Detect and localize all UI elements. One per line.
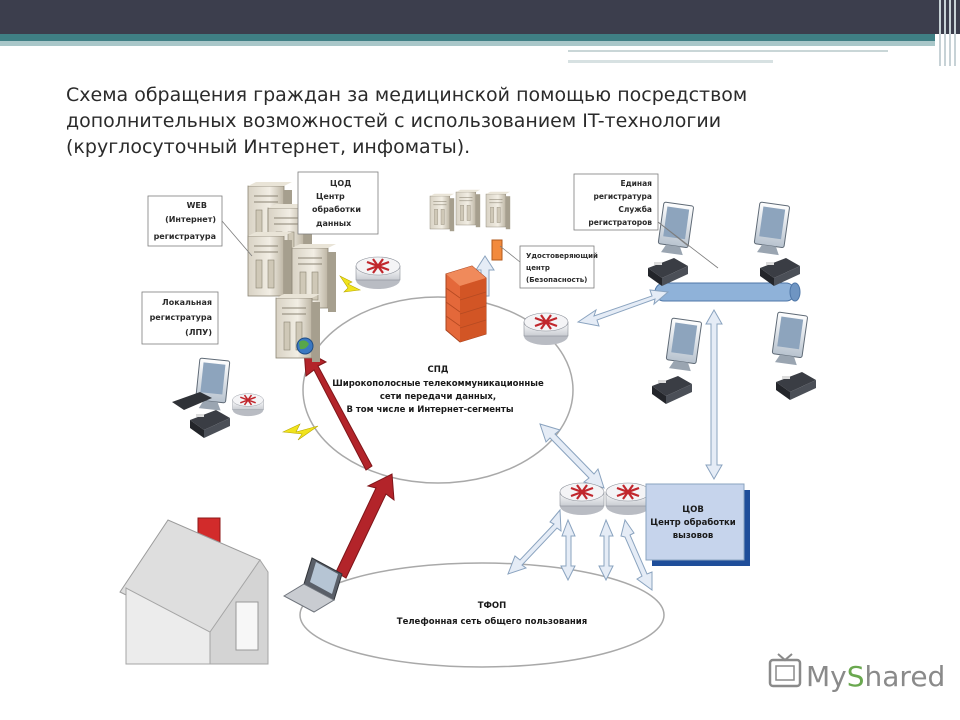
decor-line — [568, 50, 888, 52]
router-icon — [231, 392, 265, 417]
slide-title: Схема обращения граждан за медицинской п… — [66, 82, 846, 160]
router-icon — [604, 481, 652, 517]
label-line: вызовов — [673, 531, 713, 541]
phone-icon — [652, 376, 692, 404]
local-registry-label: Локальная регистратура (ЛПУ) — [141, 291, 219, 345]
router-icon — [558, 481, 606, 517]
header-bar — [0, 0, 960, 34]
network-bus — [654, 282, 801, 302]
tv-icon — [768, 653, 802, 688]
label-line: ЦОВ — [682, 505, 704, 515]
double-arrow — [576, 289, 670, 327]
watermark-logo: MyShared — [768, 653, 945, 693]
label-line: Локальная — [162, 298, 212, 307]
label-line: (Безопасность) — [526, 276, 587, 284]
spd-network-ellipse — [302, 296, 574, 484]
firewall-icon — [445, 265, 487, 343]
corner-decor — [935, 0, 960, 66]
web-registry-label: WEB (Интернет) регистратура — [147, 195, 253, 257]
spd-label: СПД Широкополосные телекоммуникационные … — [332, 365, 544, 415]
server-icon — [491, 239, 503, 261]
monitor-icon — [656, 201, 695, 257]
label-line: Широкополосные телекоммуникационные — [332, 379, 544, 389]
label-line: СПД — [428, 365, 449, 375]
label-line: (Интернет) — [165, 215, 216, 224]
label-line: сети передачи данных, — [380, 392, 496, 402]
phone-icon — [648, 258, 688, 286]
server-icon — [485, 191, 511, 230]
label-line: Единая — [621, 179, 653, 188]
label-line: данных — [316, 219, 352, 228]
lightning-icon — [281, 423, 319, 441]
monitor-icon — [770, 311, 809, 367]
router-icon — [522, 311, 570, 347]
red-arrow — [303, 349, 395, 579]
cod-label: ЦОД Центр обработки данных — [297, 171, 379, 235]
label-line: WEB — [187, 201, 207, 210]
header-stripe — [0, 34, 935, 41]
cov-box — [645, 483, 750, 566]
label-line: ЦОД — [330, 179, 351, 188]
double-arrow — [539, 423, 605, 489]
label-line: Центр обработки — [650, 517, 736, 528]
label-line: Служба — [618, 205, 652, 214]
header-stripe-light — [0, 41, 935, 46]
label-line: В том числе и Интернет-сегменты — [346, 405, 513, 415]
label-line: регистратура — [593, 192, 652, 201]
server-icon — [455, 189, 481, 228]
watermark-text: MyShared — [806, 660, 945, 693]
label-line: регистратура — [154, 232, 216, 241]
phone-icon — [760, 258, 800, 286]
title-line: Схема обращения граждан за медицинской п… — [66, 84, 748, 106]
phone-icon — [776, 372, 816, 400]
label-line: Удостоверяющий — [526, 252, 598, 260]
phone-icon — [190, 410, 230, 438]
laptop-icon — [282, 557, 343, 613]
cov-label: ЦОВ Центр обработки вызовов — [650, 505, 736, 541]
tfop-label: ТФОП Телефонная сеть общего пользования — [397, 601, 587, 627]
monitor-icon — [752, 201, 791, 257]
label-line: Центр — [316, 192, 345, 201]
title-line: (круглосуточный Интернет, инфоматы). — [66, 136, 471, 158]
double-arrow — [705, 308, 723, 481]
globe-icon — [296, 337, 314, 355]
router-icon — [354, 255, 402, 291]
uc-label: Удостоверяющий центр (Безопасность) — [499, 245, 598, 289]
edinaya-label: Единая регистратура Служба регистраторов — [573, 173, 719, 269]
keyboard-icon — [172, 392, 212, 410]
tfop-network-ellipse — [299, 562, 665, 668]
label-line: ТФОП — [478, 601, 507, 611]
tfop-arrows — [507, 508, 653, 591]
title-line: дополнительных возможностей с использова… — [66, 110, 722, 132]
label-line: (ЛПУ) — [185, 328, 212, 337]
lightning-icon — [339, 275, 362, 293]
house-icon — [119, 517, 269, 665]
monitor-icon — [664, 317, 703, 373]
label-line: регистраторов — [588, 218, 652, 227]
label-line: Телефонная сеть общего пользования — [397, 616, 587, 627]
label-line: обработки — [312, 204, 361, 214]
server-icon — [429, 193, 455, 232]
label-line: регистратура — [150, 313, 212, 322]
label-line: центр — [526, 264, 550, 272]
decor-line — [568, 60, 773, 63]
